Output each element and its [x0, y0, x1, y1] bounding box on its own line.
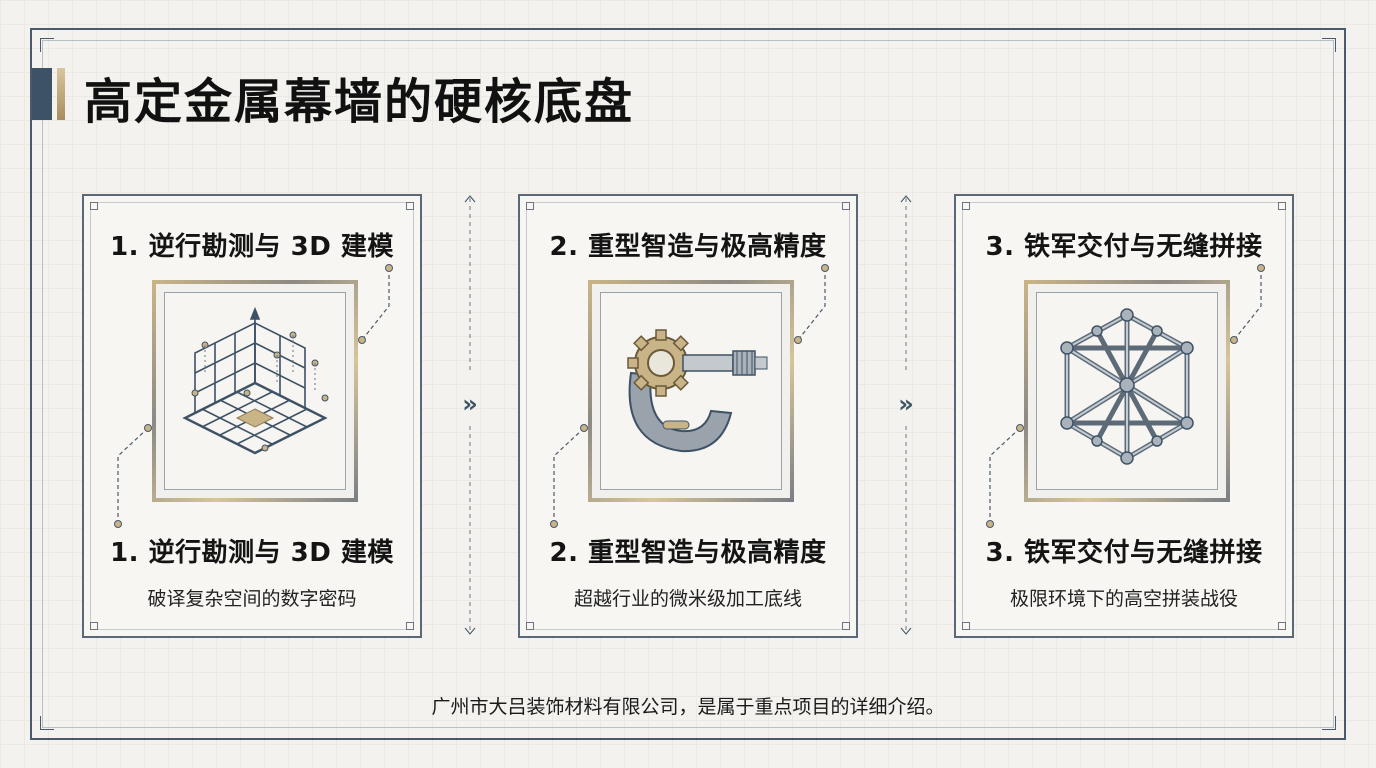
dashed-connector	[900, 195, 912, 635]
card-manufacturing-precision: 2. 重型智造与极高精度	[518, 194, 858, 638]
dashed-leader-line	[550, 264, 829, 528]
card-corner	[842, 202, 850, 210]
card-corner	[1278, 622, 1286, 630]
card-delivery-assembly: 3. 铁军交付与无缝拼接	[954, 194, 1294, 638]
step-separator: »	[896, 194, 916, 638]
frame-corner	[40, 38, 54, 52]
card-title-top: 3. 铁军交付与无缝拼接	[985, 232, 1263, 262]
frame-corner	[1322, 716, 1336, 730]
frame-corner	[40, 716, 54, 730]
footer-text: 广州市大吕装饰材料有限公司，是属于重点项目的详细介绍。	[431, 696, 945, 718]
card-title-top: 2. 重型智造与极高精度	[549, 232, 827, 262]
dashed-connector	[464, 195, 476, 635]
page-title: 高定金属幕墙的硬核底盘	[84, 74, 635, 130]
card-corner	[842, 622, 850, 630]
card-subtitle: 极限环境下的高空拼装战役	[1009, 588, 1238, 610]
card-corner	[406, 622, 414, 630]
card-subtitle: 破译复杂空间的数字密码	[147, 588, 357, 610]
frame-corner	[1322, 38, 1336, 52]
isometric-3d-grid-icon	[182, 306, 329, 455]
micrometer-gear-icon	[627, 329, 768, 453]
card-subtitle: 超越行业的微米级加工底线	[573, 588, 802, 610]
dashed-leader-line	[114, 264, 393, 528]
card-corner	[526, 622, 534, 630]
double-chevron-right-icon: »	[462, 390, 478, 418]
card-title-top: 1. 逆行勘测与 3D 建模	[110, 232, 394, 262]
card-survey-modeling: 1. 逆行勘测与 3D 建模	[82, 194, 422, 638]
dashed-leader-line	[986, 264, 1265, 528]
card-image-frame	[588, 280, 794, 502]
card-title-bottom: 1. 逆行勘测与 3D 建模	[110, 538, 394, 568]
card-corner	[90, 202, 98, 210]
card-corner	[1278, 202, 1286, 210]
card-title-bottom: 3. 铁军交付与无缝拼接	[985, 538, 1263, 568]
title-accent-bar	[32, 68, 52, 120]
card-title-bottom: 2. 重型智造与极高精度	[549, 538, 827, 568]
card-corner	[962, 622, 970, 630]
double-chevron-right-icon: »	[898, 390, 914, 418]
card-image-frame	[1024, 280, 1230, 502]
outer-frame	[30, 28, 1346, 740]
step-separator: »	[460, 194, 480, 638]
space-frame-truss-icon	[1060, 308, 1194, 465]
card-corner	[406, 202, 414, 210]
inner-frame	[42, 40, 1334, 728]
card-corner	[90, 622, 98, 630]
card-corner	[962, 202, 970, 210]
card-corner	[526, 202, 534, 210]
title-accent-bar-gold	[57, 68, 65, 120]
card-image-frame	[152, 280, 358, 502]
